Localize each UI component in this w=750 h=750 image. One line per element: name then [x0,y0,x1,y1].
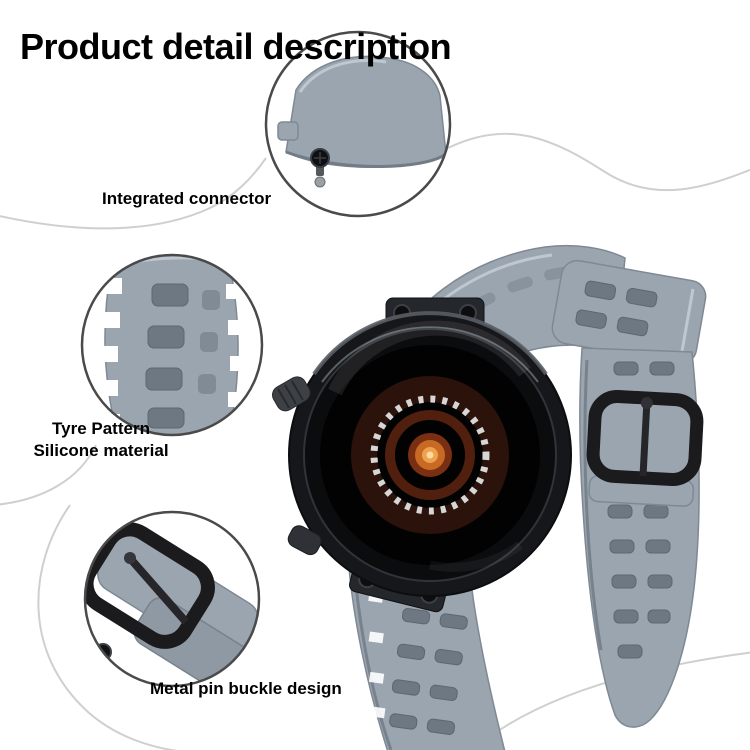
watch-crown [272,376,311,412]
watch-side-button [287,525,322,556]
strap-right [579,347,700,728]
pattern-label-line2: Silicone material [33,441,169,460]
pattern-label-line1: Tyre Pattern [52,419,150,438]
strap-end-piece [551,259,707,365]
connector-zoom-icon [277,55,447,188]
callout-circle-pattern [80,253,264,437]
watch-dial [351,376,509,534]
callout-circle-buckle [83,510,261,688]
buckle-label: Metal pin buckle design [150,679,342,698]
callout-circle-connector [264,30,452,218]
pattern-label: Tyre Pattern Silicone material [16,418,186,462]
tyre-pattern-zoom-icon [92,255,252,435]
page-title: Product detail description [20,26,452,68]
connector-label: Integrated connector [102,189,272,208]
strap-buckle [586,390,704,507]
